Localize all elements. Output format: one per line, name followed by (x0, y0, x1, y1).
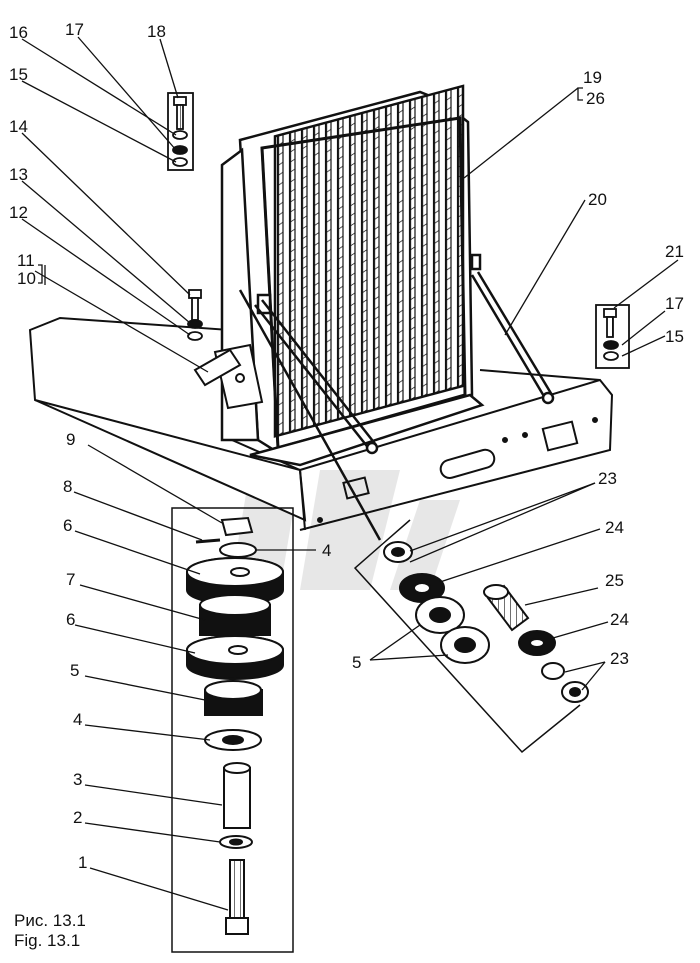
callout-10: 10 (17, 269, 36, 288)
bolt-group-mid (187, 289, 203, 341)
callout-12: 12 (9, 203, 28, 222)
frame-beam (28, 316, 614, 531)
callout-25: 25 (605, 571, 624, 590)
callout-8: 8 (63, 477, 72, 496)
left-exploded-assembly (171, 507, 294, 953)
callout-4-upper: 4 (322, 541, 331, 560)
callout-13: 13 (9, 165, 28, 184)
callout-21: 21 (665, 242, 684, 261)
callout-15: 15 (9, 65, 28, 84)
callout-19: 19 (583, 68, 602, 87)
callout-6: 6 (63, 516, 72, 535)
callout-24: 24 (605, 518, 624, 537)
callout-11: 11 (17, 251, 35, 270)
bolt-group-right (595, 304, 630, 369)
bolt-group-top (167, 92, 194, 171)
callout-5: 5 (70, 661, 79, 680)
support-rods (238, 271, 555, 541)
right-exploded-assembly (353, 519, 589, 754)
figure-caption-en: Fig. 13.1 (14, 931, 81, 950)
callout-17: 17 (65, 20, 84, 39)
callout-1: 1 (78, 853, 87, 872)
callout-3: 3 (73, 770, 82, 789)
callout-17-right: 17 (665, 294, 684, 313)
callout-18: 18 (147, 22, 166, 41)
callout-4: 4 (73, 710, 82, 729)
callout-26: 26 (586, 89, 605, 108)
callout-6-lower: 6 (66, 610, 75, 629)
callout-20: 20 (588, 190, 607, 209)
callout-labels: 16 17 18 15 14 13 12 11 10 9 8 6 7 6 5 4… (9, 20, 684, 872)
callout-14: 14 (9, 117, 28, 136)
callout-7: 7 (66, 570, 75, 589)
callout-5-right: 5 (352, 653, 361, 672)
callout-23-lower: 23 (610, 649, 629, 668)
callout-brackets (38, 87, 583, 284)
callout-9: 9 (66, 430, 75, 449)
callout-24-lower: 24 (610, 610, 629, 629)
figure-caption-ru: Рис. 13.1 (14, 911, 86, 930)
callout-16: 16 (9, 23, 28, 42)
radiator (220, 84, 485, 467)
callout-23: 23 (598, 469, 617, 488)
mounting-bracket (193, 343, 264, 410)
leader-lines (21, 36, 679, 911)
callout-2: 2 (73, 808, 82, 827)
callout-15-right: 15 (665, 327, 684, 346)
